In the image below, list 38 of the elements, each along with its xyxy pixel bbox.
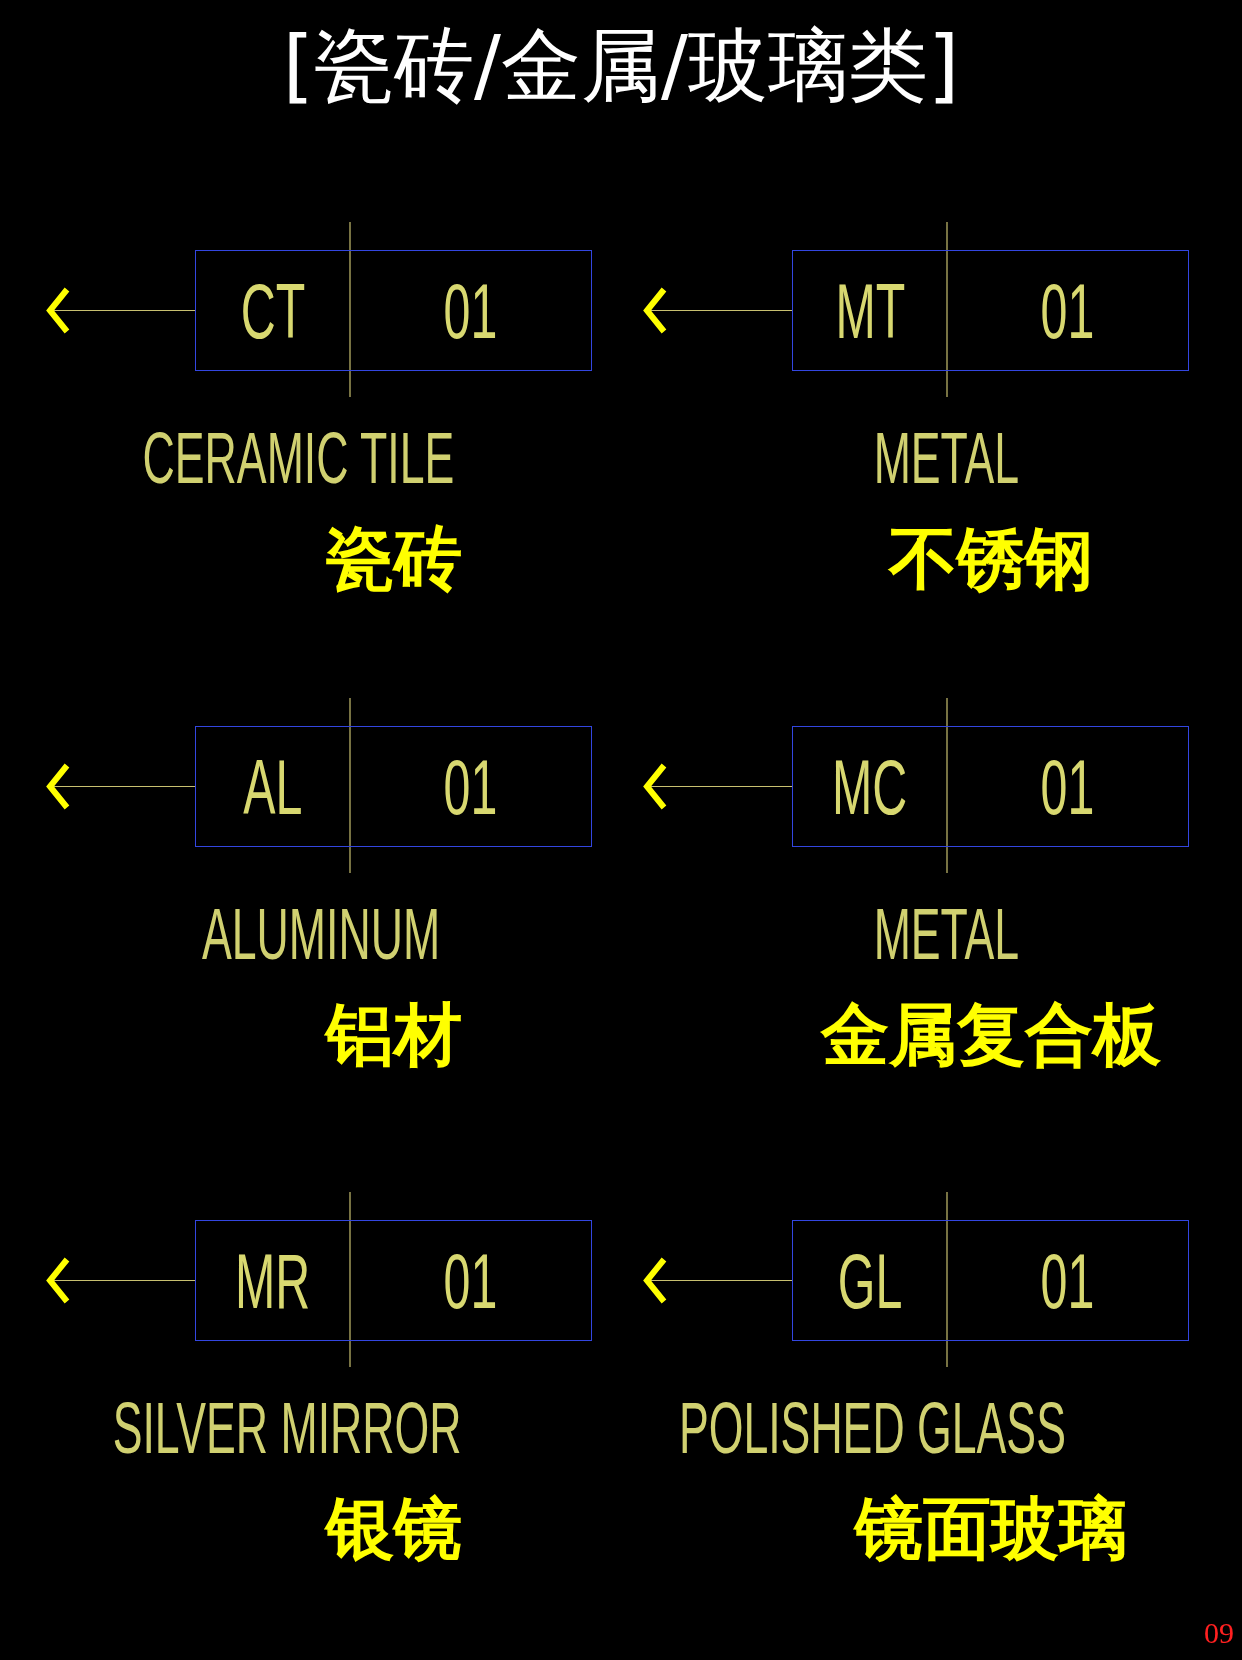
material-name-english: SILVER MIRROR [112, 1392, 462, 1464]
material-number: 01 [1040, 271, 1095, 350]
material-code: CT [240, 271, 306, 350]
material-tag-box [792, 1220, 1189, 1341]
title: [瓷砖/金属/玻璃类] [282, 22, 960, 110]
material-name-english: METAL [873, 422, 1019, 494]
material-tag-box [195, 726, 592, 847]
material-code: MC [832, 747, 908, 826]
material-tag-box [792, 250, 1189, 371]
material-name-english: CERAMIC TILE [142, 422, 454, 494]
leader-arrow [644, 1256, 793, 1305]
material-name-chinese: 镜面玻璃 [854, 1495, 1127, 1563]
material-name-english: ALUMINUM [201, 898, 440, 970]
material-tag-box [195, 1220, 592, 1341]
material-name-chinese: 金属复合板 [820, 1001, 1161, 1069]
leader-arrow [644, 762, 793, 811]
material-name-english: METAL [873, 898, 1019, 970]
leader-arrow [644, 286, 793, 335]
material-number: 01 [1040, 747, 1095, 826]
material-code: MR [235, 1241, 311, 1320]
material-name-chinese: 银镜 [325, 1495, 462, 1563]
material-code: AL [243, 747, 303, 826]
material-number: 01 [1040, 1241, 1095, 1320]
material-number: 01 [443, 747, 498, 826]
material-number: 01 [443, 1241, 498, 1320]
material-code: GL [837, 1241, 903, 1320]
material-number: 01 [443, 271, 498, 350]
material-name-english: POLISHED GLASS [678, 1392, 1066, 1464]
leader-arrow [47, 286, 196, 335]
leader-arrow [47, 1256, 196, 1305]
material-code: MT [835, 271, 905, 350]
material-tag-box [195, 250, 592, 371]
page-number: 09 [1204, 1616, 1234, 1650]
material-name-chinese: 瓷砖 [325, 525, 462, 593]
material-name-chinese: 不锈钢 [888, 525, 1093, 593]
leader-arrow [47, 762, 196, 811]
material-name-chinese: 铝材 [325, 1001, 462, 1069]
material-tag-box [792, 726, 1189, 847]
